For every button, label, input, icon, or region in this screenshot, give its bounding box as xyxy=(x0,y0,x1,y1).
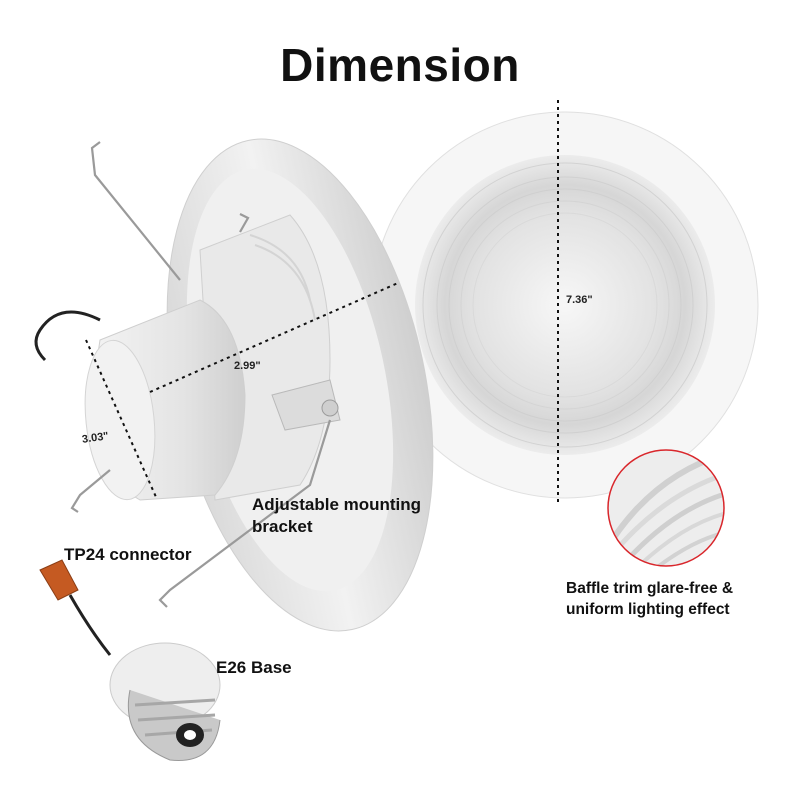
trim-front-view xyxy=(371,100,759,505)
page-title: Dimension xyxy=(280,39,520,91)
tp24-connector-illustration xyxy=(39,559,112,656)
callout-mounting-bracket: Adjustable mounting bracket xyxy=(252,495,422,536)
e26-base-illustration xyxy=(109,642,221,761)
callout-baffle-trim: Baffle trim glare-free & uniform lightin… xyxy=(566,580,734,618)
dimension-height-label: 2.99" xyxy=(234,360,261,372)
callout-e26-base: E26 Base xyxy=(216,658,292,677)
dimension-diameter-label: 7.36" xyxy=(566,294,593,306)
downlight-side-view xyxy=(34,138,434,632)
callout-tp24-connector: TP24 connector xyxy=(64,545,192,564)
